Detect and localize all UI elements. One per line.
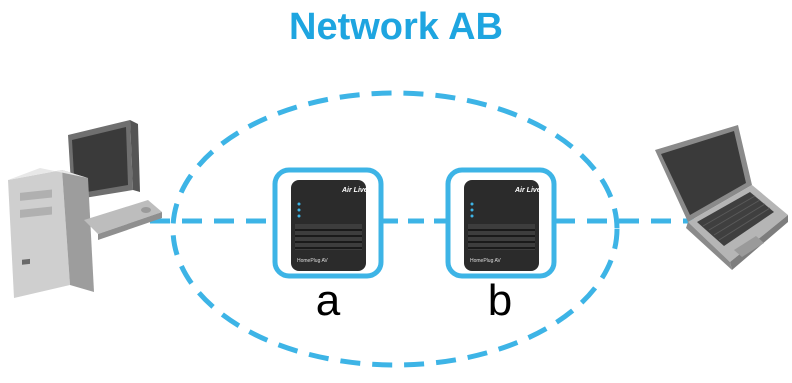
adapter-a-model: HomePlug AV: [297, 258, 328, 264]
desktop-computer-icon: [8, 120, 162, 298]
laptop-icon: [655, 125, 788, 270]
adapter-b-brand: Air Live: [514, 187, 541, 194]
adapter-a-brand: Air Live: [341, 187, 368, 194]
powerline-adapter-b-icon: Air Live HomePlug AV: [445, 167, 557, 279]
network-boundary: [170, 90, 620, 368]
adapter-a-label: a: [315, 276, 341, 325]
diagram-title: Network AB: [289, 6, 503, 48]
powerline-adapter-a-icon: Air Live HomePlug AV: [272, 167, 384, 279]
adapter-b-model: HomePlug AV: [470, 258, 501, 264]
adapter-b-label: b: [487, 276, 513, 325]
